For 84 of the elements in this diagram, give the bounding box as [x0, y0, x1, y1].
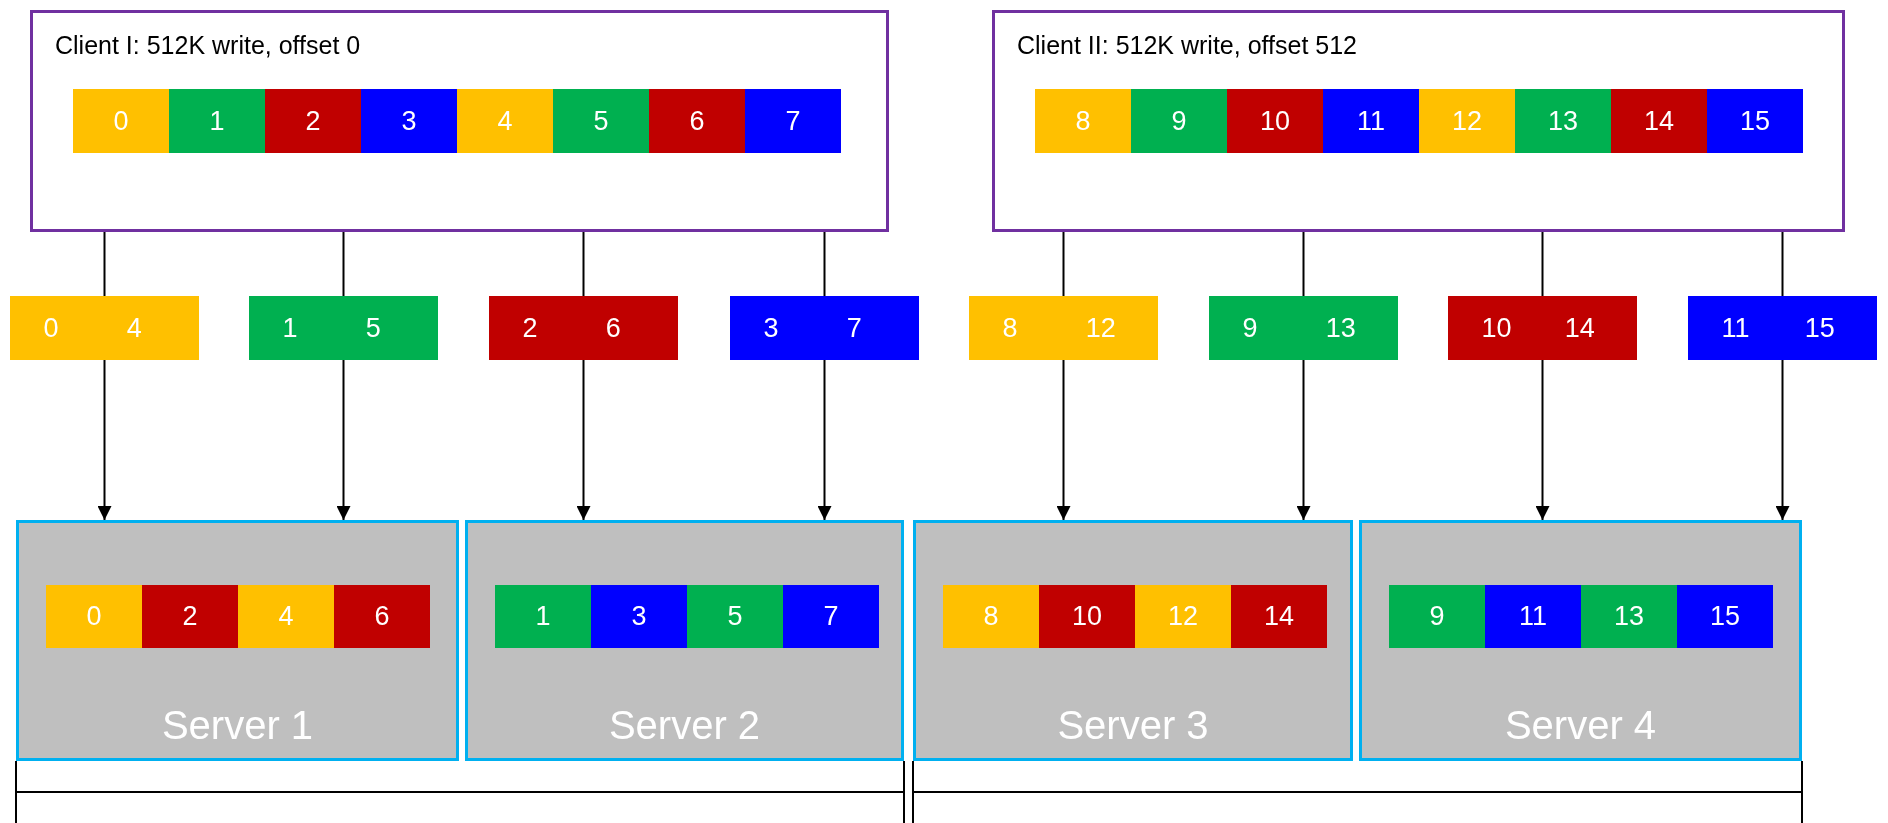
block-pair	[1209, 296, 1398, 360]
data-block: 0	[46, 585, 142, 648]
connector-line	[1062, 231, 1065, 297]
server-label: Server 4	[1504, 703, 1657, 747]
arrow	[1535, 359, 1550, 521]
data-block: 5	[553, 89, 649, 153]
block-pair	[1448, 296, 1637, 360]
server-label: Server 1	[161, 703, 314, 747]
connector-line	[823, 231, 826, 297]
block-number: 5	[365, 312, 381, 344]
arrow	[97, 359, 112, 521]
data-block: 4	[238, 585, 334, 648]
server-label: Server 3	[1057, 703, 1209, 747]
arrow	[576, 359, 591, 521]
block-number: 2	[522, 312, 538, 344]
data-block: 14	[1611, 89, 1707, 153]
connector-line	[1541, 231, 1544, 297]
client-box	[992, 10, 1845, 232]
data-block: 3	[591, 585, 687, 648]
server-label: Server 2	[608, 703, 761, 747]
client-title: Client II: 512K write, offset 512	[1017, 31, 1357, 60]
block-number: 0	[43, 312, 59, 344]
block-pair	[10, 296, 199, 360]
block-pair	[730, 296, 919, 360]
block-pair	[969, 296, 1158, 360]
client-box	[30, 10, 889, 232]
server-box	[465, 520, 904, 761]
data-block: 4	[457, 89, 553, 153]
block-number: 9	[1242, 312, 1258, 344]
client-title: Client I: 512K write, offset 0	[55, 31, 361, 60]
data-block: 13	[1515, 89, 1611, 153]
block-number: 13	[1325, 312, 1356, 344]
data-block: 7	[783, 585, 879, 648]
arrow	[1056, 359, 1071, 521]
data-block: 3	[361, 89, 457, 153]
connector-line	[1302, 231, 1305, 297]
server-box	[913, 520, 1353, 761]
data-block: 14	[1231, 585, 1327, 648]
block-number: 15	[1804, 312, 1835, 344]
block-number: 7	[846, 312, 862, 344]
block-number: 14	[1564, 312, 1595, 344]
connector-line	[1781, 231, 1784, 297]
data-block: 15	[1677, 585, 1773, 648]
server-box	[1359, 520, 1802, 761]
block-number: 1	[282, 312, 298, 344]
data-block: 0	[73, 89, 169, 153]
data-block: 11	[1323, 89, 1419, 153]
block-pair	[249, 296, 438, 360]
data-block: 10	[1227, 89, 1323, 153]
data-block: 13	[1581, 585, 1677, 648]
block-number: 4	[126, 312, 142, 344]
arrow	[1296, 359, 1311, 521]
data-block: 8	[943, 585, 1039, 648]
data-block: 10	[1039, 585, 1135, 648]
connector-line	[582, 231, 585, 297]
data-block: 6	[649, 89, 745, 153]
data-block: 7	[745, 89, 841, 153]
data-block: 9	[1389, 585, 1485, 648]
data-block: 15	[1707, 89, 1803, 153]
data-block: 12	[1419, 89, 1515, 153]
connector-line	[103, 231, 106, 297]
block-number: 12	[1085, 312, 1116, 344]
data-block: 12	[1135, 585, 1231, 648]
data-block: 1	[169, 89, 265, 153]
data-block: 11	[1485, 585, 1581, 648]
block-number: 10	[1481, 312, 1512, 344]
data-block: 2	[142, 585, 238, 648]
block-number: 6	[605, 312, 621, 344]
connector-line	[342, 231, 345, 297]
block-number: 8	[1002, 312, 1018, 344]
data-block: 9	[1131, 89, 1227, 153]
data-block: 2	[265, 89, 361, 153]
data-block: 5	[687, 585, 783, 648]
arrow	[1775, 359, 1790, 521]
block-pair	[1688, 296, 1877, 360]
data-block: 6	[334, 585, 430, 648]
data-block: 1	[495, 585, 591, 648]
block-pair	[489, 296, 678, 360]
block-number: 3	[763, 312, 779, 344]
arrow	[336, 359, 351, 521]
arrow	[817, 359, 832, 521]
data-block: 8	[1035, 89, 1131, 153]
server-box	[16, 520, 459, 761]
block-number: 11	[1721, 312, 1750, 344]
